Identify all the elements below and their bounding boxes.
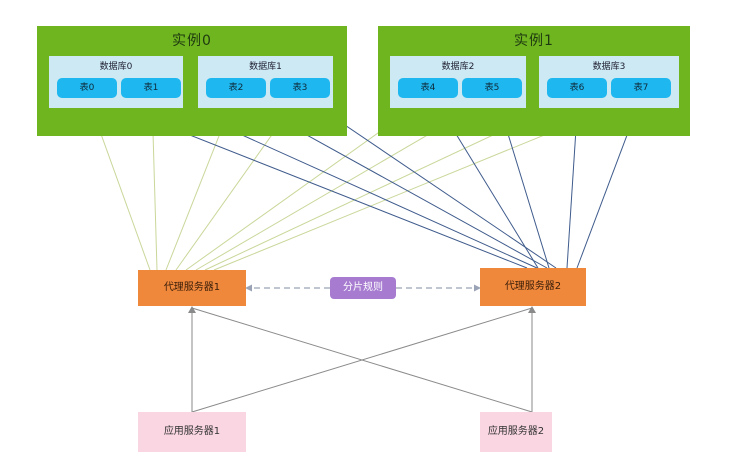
link-app2-proxy1 (191, 307, 533, 413)
table-0: 表0 (57, 78, 117, 98)
shard-rule: 分片规则 (330, 277, 396, 299)
arrowhead-icon (528, 306, 536, 313)
table-2: 表2 (206, 78, 266, 98)
table-1: 表1 (121, 78, 181, 98)
arrowhead-icon (474, 284, 481, 292)
database-title: 数据库0 (99, 62, 133, 72)
table-3: 表3 (270, 78, 330, 98)
database-0: 数据库0 表0 表1 (49, 56, 183, 108)
app-server-2: 应用服务器2 (480, 412, 552, 452)
table-7: 表7 (611, 78, 671, 98)
instance-0: 实例0 数据库0 表0 表1 数据库1 表2 表3 (37, 26, 347, 136)
database-title: 数据库3 (592, 62, 626, 72)
app-server-1: 应用服务器1 (138, 412, 246, 452)
database-title: 数据库2 (441, 62, 475, 72)
proxy-server-2: 代理服务器2 (480, 268, 586, 306)
database-3: 数据库3 表6 表7 (539, 56, 679, 108)
arrowhead-icon (188, 306, 196, 313)
database-2: 数据库2 表4 表5 (390, 56, 526, 108)
app-proxy-arrowheads (188, 306, 536, 313)
proxy-server-1: 代理服务器1 (138, 270, 246, 306)
instance-title: 实例1 (514, 33, 554, 49)
arrowhead-icon (245, 284, 252, 292)
app-proxy-links (191, 307, 533, 413)
database-1: 数据库1 表2 表3 (198, 56, 333, 108)
rule-arrowheads (245, 284, 481, 292)
database-title: 数据库1 (249, 62, 282, 72)
instance-1: 实例1 数据库2 表4 表5 数据库3 表6 表7 (378, 26, 690, 136)
table-4: 表4 (398, 78, 458, 98)
instance-title: 实例0 (172, 33, 212, 49)
table-5: 表5 (462, 78, 522, 98)
table-6: 表6 (547, 78, 607, 98)
